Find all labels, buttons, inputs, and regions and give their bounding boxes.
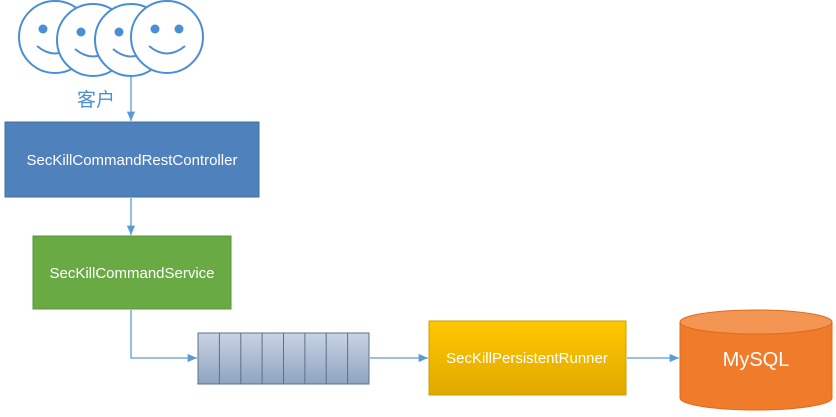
runner-label: SecKillPersistentRunner — [446, 350, 608, 367]
service-box: SecKillCommandService — [32, 235, 232, 310]
mysql-label: MySQL — [723, 349, 790, 371]
client-label: 客户 — [77, 89, 115, 111]
database-cylinder-icon: MySQL — [679, 309, 833, 411]
queue-icon — [197, 332, 370, 385]
smiley-face-icon — [130, 0, 204, 74]
arrow-service-to-queue — [130, 310, 197, 363]
controller-label: SecKillCommandRestController — [27, 152, 238, 169]
client-group: 客户 — [18, 0, 204, 111]
runner-box: SecKillPersistentRunner — [428, 320, 627, 396]
controller-box: SecKillCommandRestController — [4, 121, 260, 198]
service-label: SecKillCommandService — [49, 265, 214, 282]
